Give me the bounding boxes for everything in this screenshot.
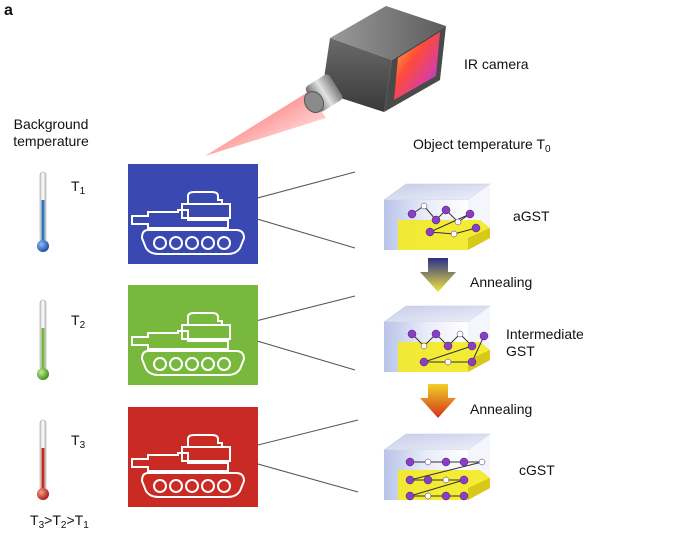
gst-cube-3 xyxy=(383,433,491,501)
annealing-label-1: Annealing xyxy=(470,274,533,290)
background-panel-1 xyxy=(128,164,258,264)
background-title-line2: temperature xyxy=(13,133,89,149)
state-label-intermediate-line2: GST xyxy=(506,343,535,359)
ir-beam xyxy=(205,92,326,156)
temperature-relation: T3>T2>T1 xyxy=(30,512,89,531)
thermometer-label-1: T1 xyxy=(71,178,86,197)
ir-camera-icon xyxy=(303,6,446,113)
state-label-intermediate: Intermediate GST xyxy=(506,326,584,360)
state-label-agst: aGST xyxy=(513,208,550,224)
gst-cube-2 xyxy=(383,305,491,372)
thermometer-label-2: T2 xyxy=(71,312,86,331)
background-title-line1: Background xyxy=(13,116,89,132)
background-panel-3 xyxy=(128,407,258,507)
object-temperature-text: Object temperature T xyxy=(413,136,546,152)
thermometer-label-3: T3 xyxy=(71,432,86,451)
annealing-arrow-1-icon xyxy=(420,258,456,292)
state-label-cgst: cGST xyxy=(519,462,555,478)
background-panel-2 xyxy=(128,285,258,385)
thermometer-1-icon xyxy=(37,171,49,252)
object-temperature-sub: 0 xyxy=(545,144,551,155)
thermometer-3-icon xyxy=(37,419,49,500)
background-title: Background temperature xyxy=(4,116,98,150)
annealing-label-2: Annealing xyxy=(470,401,533,417)
object-temperature-title: Object temperature T0 xyxy=(413,136,551,155)
gst-cube-1 xyxy=(383,183,491,250)
camera-label: IR camera xyxy=(464,56,529,72)
annealing-arrow-2-icon xyxy=(420,384,456,418)
panel-label: a xyxy=(4,2,13,19)
state-label-intermediate-line1: Intermediate xyxy=(506,326,584,342)
thermometer-2-icon xyxy=(37,299,49,380)
